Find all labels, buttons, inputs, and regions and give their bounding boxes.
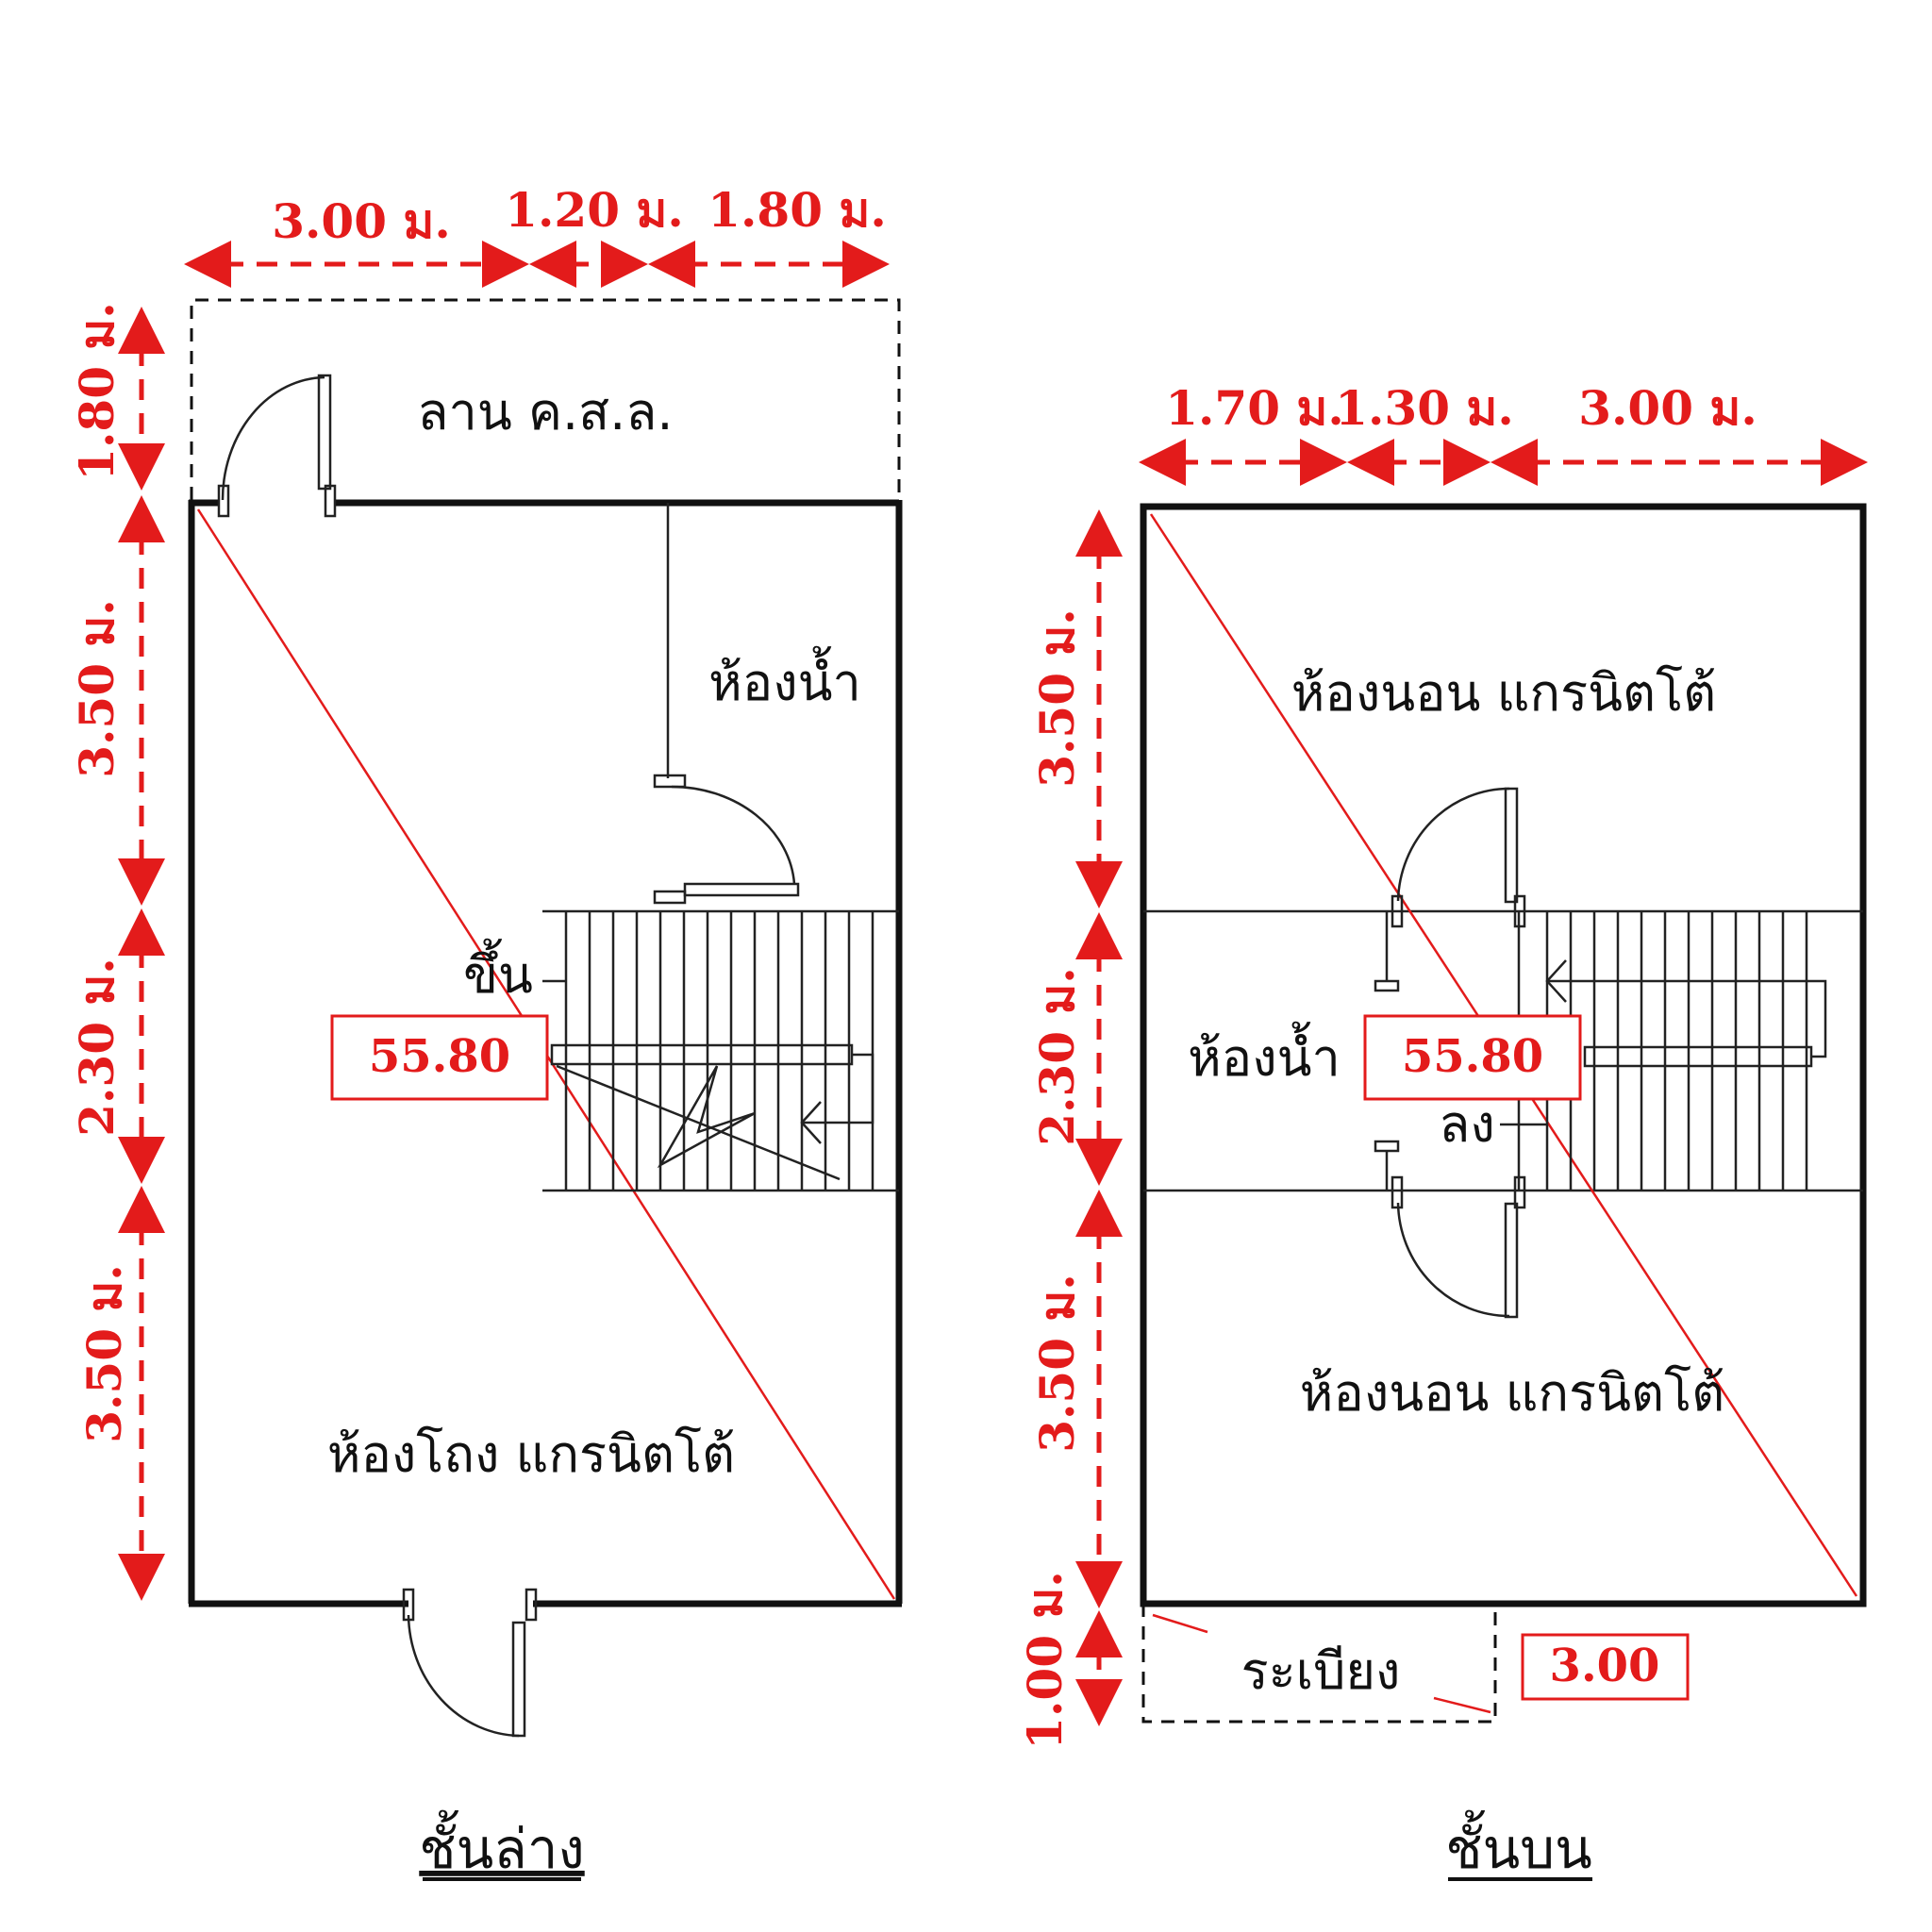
label-living-hall: ห้องโถง แกรนิตโต้ — [327, 1424, 735, 1484]
label-patio: ลาน ค.ส.ล. — [417, 382, 673, 441]
caption-upper-floor: ชั้นบน — [1445, 1810, 1591, 1881]
dim-lower-top-3: 1.80 ม. — [708, 182, 887, 238]
dim-upper-top-3: 3.00 ม. — [1578, 380, 1757, 436]
label-balcony: ระเบียง — [1241, 1641, 1401, 1701]
dim-upper-top-1: 1.70 ม. — [1165, 380, 1344, 436]
lower-rear-door-icon — [402, 1588, 538, 1738]
lower-floor-plan: 3.00 ม. 1.20 ม. 1.80 ม. 1.80 ม. 3.50 ม. … — [69, 182, 903, 1881]
lower-front-door-icon — [217, 374, 337, 518]
dim-upper-left-2: 2.30 ม. — [1029, 967, 1085, 1146]
label-upper-bedroom-bottom: ห้องนอน แกรนิตโต้ — [1300, 1363, 1724, 1423]
label-stair-up: ขึ้น — [463, 939, 533, 1005]
upper-left-dimensions: 3.50 ม. 2.30 ม. 3.50 ม. 1.00 ม. — [1017, 509, 1123, 1750]
dim-lower-left-4: 3.50 ม. — [76, 1264, 132, 1443]
upper-area-value: 55.80 — [1402, 1030, 1543, 1083]
lower-top-dimensions: 3.00 ม. 1.20 ม. 1.80 ม. — [184, 182, 890, 288]
upper-area-box — [1363, 1014, 1582, 1101]
dim-lower-top-1: 3.00 ม. — [272, 193, 451, 249]
dim-upper-left-3: 3.50 ม. — [1029, 1274, 1085, 1453]
patio-outline — [190, 298, 901, 500]
label-lower-bathroom: ห้องน้ำ — [708, 646, 861, 712]
lower-bathroom-door-icon — [653, 774, 800, 905]
upper-staircase-icon — [1500, 911, 1827, 1191]
caption-lower-floor: ชั้นล่าง — [419, 1810, 584, 1881]
dim-lower-left-1: 1.80 ม. — [69, 302, 125, 481]
dim-lower-left-2: 3.50 ม. — [69, 599, 125, 778]
dim-lower-left-3: 2.30 ม. — [69, 958, 125, 1137]
balcony-area-box — [1521, 1633, 1690, 1701]
dim-upper-left-1: 3.50 ม. — [1029, 608, 1085, 788]
upper-top-dimensions: 1.70 ม. 1.30 ม. 3.00 ม. — [1139, 380, 1868, 486]
upper-bedroom-bottom-door-icon — [1391, 1175, 1526, 1319]
lower-left-dimensions: 1.80 ม. 3.50 ม. 2.30 ม. 3.50 ม. — [69, 302, 165, 1601]
upper-floor-plan: 1.70 ม. 1.30 ม. 3.00 ม. 3.50 ม. 2.30 ม. … — [1017, 380, 1868, 1881]
dim-upper-left-4: 1.00 ม. — [1017, 1571, 1073, 1750]
lower-walls — [188, 499, 903, 1607]
upper-bedroom-top-door-icon — [1391, 787, 1526, 928]
label-stair-down: ลง — [1439, 1094, 1494, 1154]
lower-staircase-icon — [542, 909, 899, 1192]
label-upper-bathroom: ห้องน้ำ — [1188, 1022, 1341, 1088]
dim-lower-top-2: 1.20 ม. — [505, 182, 684, 238]
balcony-outline — [1141, 1604, 1497, 1724]
lower-area-value: 55.80 — [369, 1030, 510, 1083]
lower-area-box — [330, 1014, 549, 1101]
balcony-area-value: 3.00 — [1550, 1640, 1660, 1692]
label-upper-bedroom-top: ห้องนอน แกรนิตโต้ — [1291, 663, 1716, 723]
dim-upper-top-2: 1.30 ม. — [1335, 380, 1514, 436]
